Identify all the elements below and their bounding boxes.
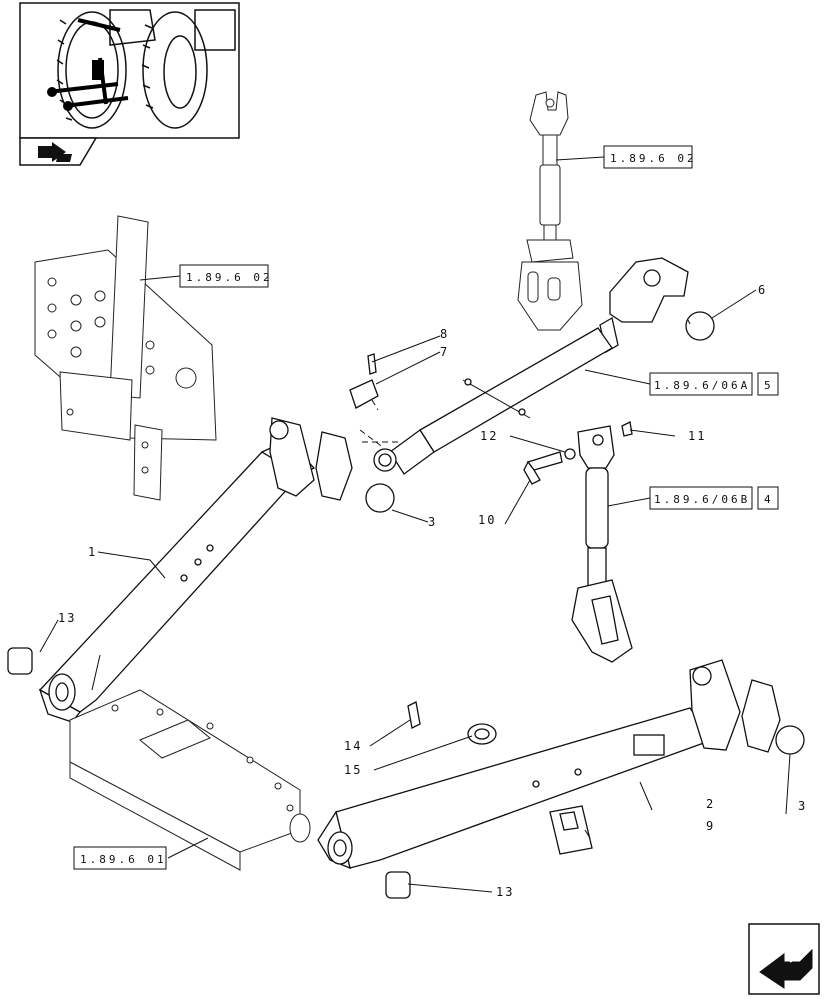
top-link-rod bbox=[373, 257, 689, 475]
callout-3b: 3 bbox=[798, 799, 807, 813]
lower-link-left bbox=[38, 417, 353, 723]
ref-top-link-rod-group[interactable]: 1.89.6/06A 5 bbox=[649, 372, 779, 396]
callout-8: 8 bbox=[440, 327, 449, 341]
svg-text:1.89.6/06B: 1.89.6/06B bbox=[654, 493, 750, 506]
ball-joint-6 bbox=[685, 311, 715, 341]
next-page-arrow-icon[interactable] bbox=[748, 923, 820, 995]
clip-11 bbox=[621, 421, 633, 437]
ref-lift-rod-group[interactable]: 1.89.6/06B 4 bbox=[649, 486, 779, 510]
washer-12 bbox=[564, 448, 576, 460]
lower-link-right bbox=[317, 659, 781, 870]
callout-10: 10 bbox=[478, 513, 496, 527]
callout-6: 6 bbox=[758, 283, 767, 297]
svg-text:1.89.6 02: 1.89.6 02 bbox=[186, 271, 273, 284]
tractor-rear-thumbnail bbox=[19, 2, 240, 139]
svg-text:1.89.6/06A: 1.89.6/06A bbox=[654, 379, 750, 392]
ref-mount-bracket-group[interactable]: 1.89.6 02 bbox=[179, 264, 273, 288]
book-arrow-icon[interactable] bbox=[19, 137, 98, 166]
ball-joint-3a bbox=[365, 483, 395, 513]
svg-text:1.89.6 02: 1.89.6 02 bbox=[610, 152, 697, 165]
lift-rod bbox=[571, 425, 633, 663]
callout-3a: 3 bbox=[428, 515, 437, 529]
svg-text:4: 4 bbox=[764, 493, 774, 506]
svg-text:1.89.6 01: 1.89.6 01 bbox=[80, 853, 167, 866]
drawbar-support bbox=[69, 689, 311, 871]
callout-11: 11 bbox=[688, 429, 706, 443]
ball-joint-3b bbox=[775, 725, 805, 755]
bushing-13a bbox=[7, 647, 33, 675]
ref-drawbar-support-group[interactable]: 1.89.6 01 bbox=[73, 846, 167, 870]
callout-15: 15 bbox=[344, 763, 362, 777]
bushing-13b bbox=[385, 871, 411, 899]
svg-text:5: 5 bbox=[764, 379, 774, 392]
clip-8 bbox=[367, 353, 377, 375]
callout-9: 9 bbox=[706, 819, 715, 833]
top-link-assembly bbox=[517, 91, 583, 331]
clip-14 bbox=[407, 701, 421, 729]
callout-leaders bbox=[39, 156, 791, 893]
callout-2: 2 bbox=[706, 797, 715, 811]
small-parts bbox=[7, 311, 805, 899]
callout-13a: 13 bbox=[58, 611, 76, 625]
pin-10 bbox=[526, 451, 563, 471]
mount-bracket bbox=[34, 215, 217, 501]
callout-7: 7 bbox=[440, 345, 449, 359]
callout-labels: 1 2 3 3 6 7 8 9 10 11 12 13 13 14 15 bbox=[58, 283, 807, 899]
pin-7 bbox=[349, 379, 379, 409]
callout-14: 14 bbox=[344, 739, 362, 753]
callout-13b: 13 bbox=[496, 885, 514, 899]
ref-top-link-group[interactable]: 1.89.6 02 bbox=[603, 145, 697, 169]
callout-12: 12 bbox=[480, 429, 498, 443]
callout-1: 1 bbox=[88, 545, 97, 559]
